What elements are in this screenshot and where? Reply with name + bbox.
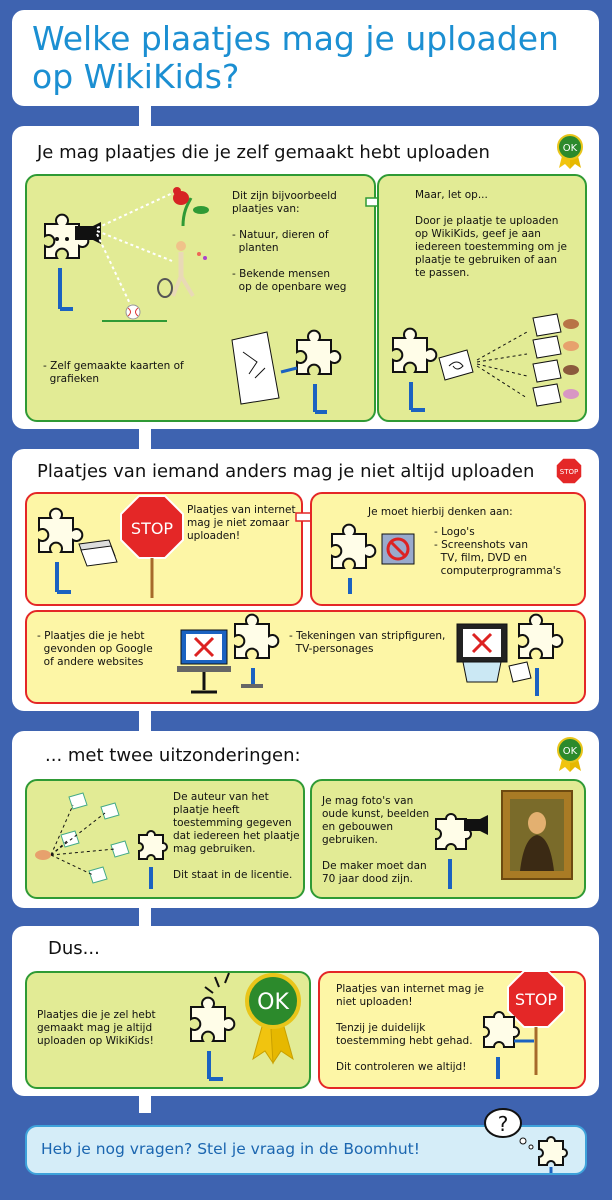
puzzle-figure-tv-icon [456, 613, 564, 696]
puzzle-figure-stop-icon: STOP [483, 970, 565, 1079]
internet-text: Plaatjes van internet mag je niet zomaar… [187, 504, 296, 542]
title-line-2: op WikiKids? [32, 57, 240, 96]
connector [139, 1095, 151, 1113]
svg-text:OK: OK [563, 143, 578, 154]
svg-text:OK: OK [563, 746, 578, 757]
ok-badge-icon: OK [557, 134, 583, 169]
tennis-player-icon [157, 241, 207, 298]
panel-own-ok: Plaatjes die je zel hebt gemaakt mag je … [25, 971, 311, 1089]
svg-text:STOP: STOP [131, 519, 174, 538]
comics-text: - Tekeningen van stripfiguren, TV-person… [289, 630, 446, 655]
dashed-sight-lines [96, 190, 178, 322]
stop-sign-icon: STOP [120, 495, 184, 598]
bird-plant-icon [173, 187, 209, 227]
svg-text:OK: OK [257, 990, 289, 1015]
maps-text: - Zelf gemaakte kaarten of grafieken [43, 360, 184, 385]
think-heading: Je moet hierbij denken aan: [368, 506, 513, 518]
header-card: Welke plaatjes mag je uploaden op WikiKi… [12, 10, 599, 106]
connector [139, 428, 151, 450]
section-conclusion: Dus... Plaatjes die je zel hebt gemaakt … [12, 926, 599, 1096]
title-line-1: Welke plaatjes mag je uploaden [32, 19, 559, 58]
puzzle-figure-ok-icon: OK [190, 972, 301, 1081]
puzzle-figure-thinking-icon: ? [484, 1108, 568, 1173]
author-text: De auteur van het plaatje heeft toestemm… [173, 791, 300, 881]
panel-internet: STOP Plaatjes van internet mag je niet z… [25, 492, 303, 606]
section-heading: ... met twee uitzonderingen: [45, 745, 301, 766]
footer-question[interactable]: Heb je nog vragen? Stel je vraag in de B… [25, 1108, 587, 1175]
puzzle-figure-sharing-icon [392, 313, 579, 412]
panel-internet-stop: Plaatjes van internet mag je niet upload… [318, 970, 586, 1089]
panel-think-of: Je moet hierbij denken aan: - Logo's - S… [310, 492, 586, 606]
section-others-images: Plaatjes van iemand anders mag je niet a… [12, 449, 599, 711]
section-own-images: Je mag plaatjes die je zelf gemaakt hebt… [12, 126, 599, 429]
ok-badge-icon: OK [557, 737, 583, 772]
puzzle-figure-mona-lisa-icon [435, 790, 573, 889]
svg-text:?: ? [498, 1112, 509, 1136]
art-text: Je mag foto's van oude kunst, beelden en… [322, 795, 430, 885]
internet-stop-text: Plaatjes van internet mag je niet upload… [336, 983, 484, 1073]
panel-own-examples: Dit zijn bijvoorbeeld plaatjes van: - Na… [25, 174, 376, 422]
ball-icon [125, 304, 141, 320]
panel-sources: - Plaatjes die je hebt gevonden op Googl… [25, 610, 586, 704]
panel-license: De auteur van het plaatje heeft toestemm… [25, 779, 305, 899]
section-exceptions: ... met twee uitzonderingen: OK De auteu… [12, 731, 599, 908]
own-text: Plaatjes die je zel hebt gemaakt mag je … [37, 1009, 156, 1047]
examples-text: Dit zijn bijvoorbeeld plaatjes van: - Na… [232, 190, 347, 293]
puzzle-figure-drawing-icon [231, 329, 342, 414]
puzzle-figure-camera-icon [44, 213, 101, 311]
puzzle-figure-logo-icon [331, 523, 415, 594]
footer-text: Heb je nog vragen? Stel je vraag in de B… [41, 1140, 420, 1158]
google-text: - Plaatjes die je hebt gevonden op Googl… [37, 630, 153, 668]
footer-question-text: Heb je nog vragen? [41, 1140, 193, 1158]
section-heading: Plaatjes van iemand anders mag je niet a… [37, 461, 535, 482]
section-heading: Je mag plaatjes die je zelf gemaakt hebt… [37, 142, 490, 163]
note-text: Maar, let op... Door je plaatje te uploa… [415, 189, 567, 279]
panel-old-art: Je mag foto's van oude kunst, beelden en… [310, 779, 586, 899]
svg-text:STOP: STOP [560, 468, 578, 476]
connector [139, 710, 151, 732]
footer-boomhut-link[interactable]: Stel je vraag in de Boomhut! [192, 1140, 420, 1158]
puzzle-figure-license-icon [35, 792, 168, 889]
svg-text:STOP: STOP [515, 990, 558, 1009]
puzzle-figure-computer-icon [177, 613, 280, 694]
page-title: Welke plaatjes mag je uploaden op WikiKi… [32, 20, 559, 96]
stop-badge-icon: STOP [555, 457, 583, 485]
think-list: - Logo's - Screenshots van TV, film, DVD… [434, 526, 562, 577]
section-heading: Dus... [48, 938, 100, 959]
connector [139, 105, 151, 127]
panel-let-op: Maar, let op... Door je plaatje te uploa… [377, 174, 587, 422]
puzzle-figure-papers-icon [38, 507, 118, 594]
connector [139, 905, 151, 927]
